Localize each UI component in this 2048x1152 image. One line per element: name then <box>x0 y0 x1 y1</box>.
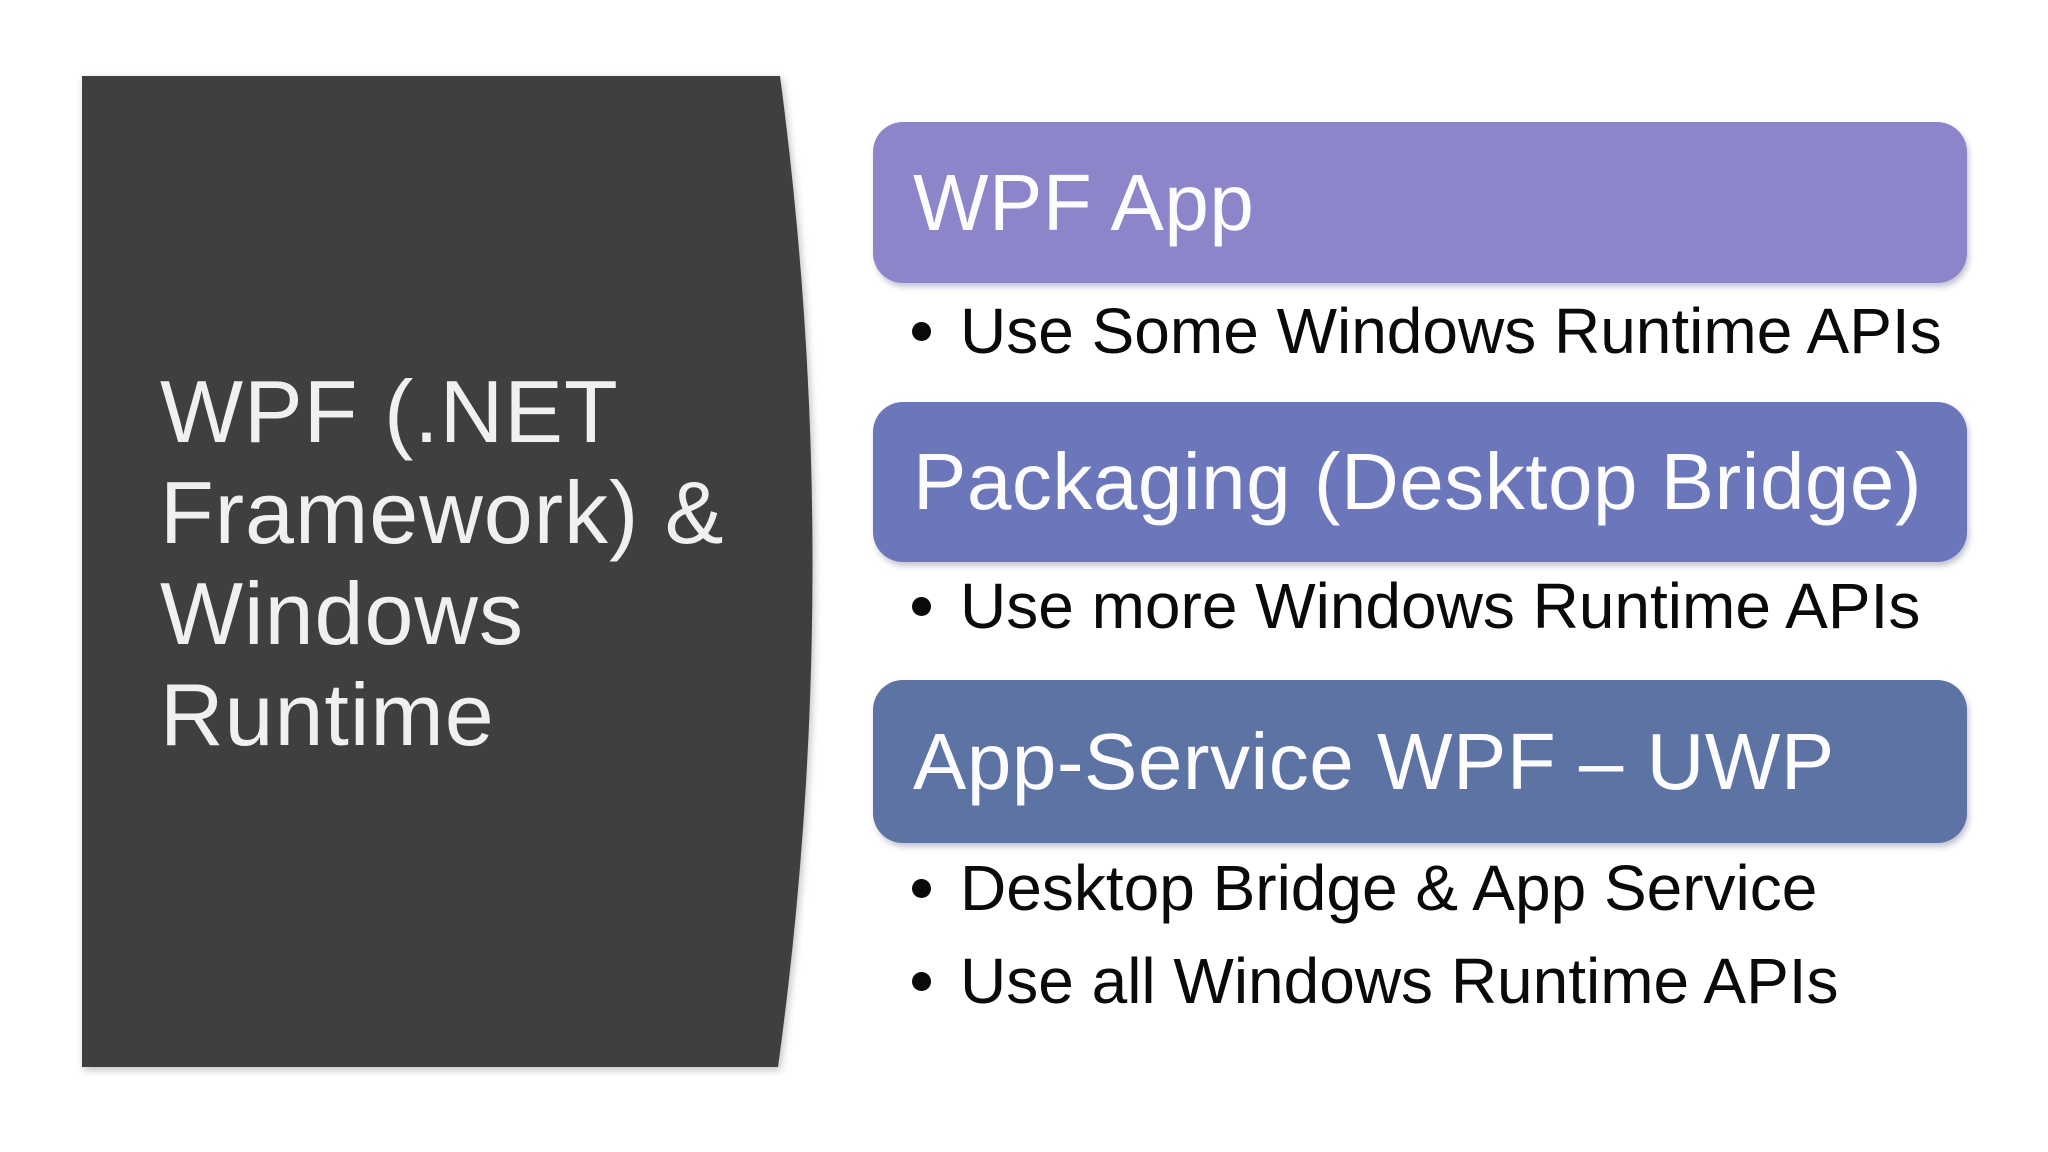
bullet-icon <box>912 971 931 991</box>
curved-panel-path <box>82 76 813 1067</box>
bullet-item: Desktop Bridge & App Service <box>912 852 2002 924</box>
header-box-wpf-app: WPF App <box>873 122 1967 283</box>
slide-title-line-4: Runtime <box>160 665 495 764</box>
bullet-item: Use all Windows Runtime APIs <box>912 945 2002 1017</box>
bullet-text: Use more Windows Runtime APIs <box>960 570 1921 642</box>
bullet-item: Use more Windows Runtime APIs <box>912 570 2002 642</box>
bullet-list-wpf-app: Use Some Windows Runtime APIs <box>912 295 2002 367</box>
header-box-packaging-desktop-bridge: Packaging (Desktop Bridge) <box>873 402 1967 562</box>
bullet-list-packaging: Use more Windows Runtime APIs <box>912 570 2002 642</box>
slide-title-line-2: Framework) & <box>160 463 725 562</box>
header-box-app-service-label: App-Service WPF – UWP <box>913 716 1835 806</box>
bullet-list-app-service: Desktop Bridge & App Service Use all Win… <box>912 852 2002 1017</box>
bullet-icon <box>912 596 931 616</box>
slide-title: WPF (.NET Framework) & Windows Runtime <box>160 361 780 765</box>
slide-title-line-3: Windows <box>160 564 524 663</box>
bullet-text: Use Some Windows Runtime APIs <box>960 295 1942 367</box>
header-box-wpf-app-label: WPF App <box>913 157 1255 247</box>
header-box-app-service-wpf-uwp: App-Service WPF – UWP <box>873 680 1967 843</box>
bullet-text: Use all Windows Runtime APIs <box>960 945 1839 1017</box>
bullet-item: Use Some Windows Runtime APIs <box>912 295 2002 367</box>
slide-title-line-1: WPF (.NET <box>160 362 619 461</box>
bullet-text: Desktop Bridge & App Service <box>960 852 1818 924</box>
bullet-icon <box>912 878 931 898</box>
header-box-packaging-label: Packaging (Desktop Bridge) <box>913 437 1923 526</box>
bullet-icon <box>912 321 931 341</box>
